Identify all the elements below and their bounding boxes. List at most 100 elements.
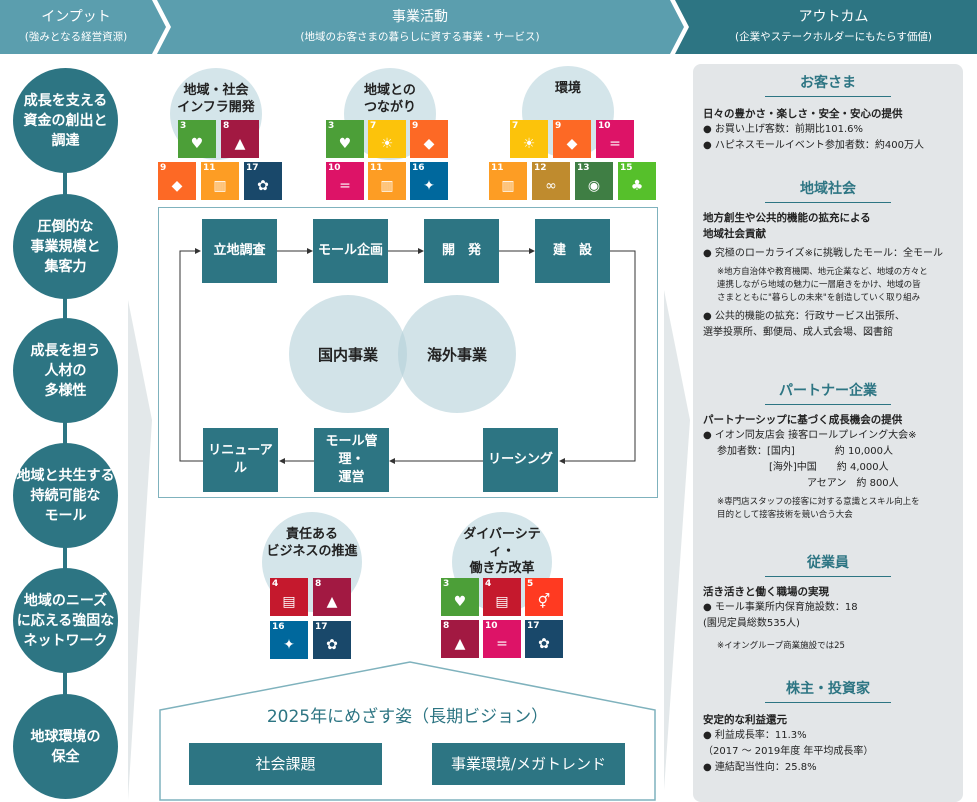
- sdg-number: 3: [328, 121, 335, 131]
- flower-icon: ✿: [257, 177, 269, 194]
- vision-social-issues: 社会課題: [189, 743, 382, 785]
- sdg-number: 4: [485, 579, 492, 589]
- community-title: 地方創生や公共的機能の拡充による 地域社会貢献: [703, 212, 871, 240]
- employee-divider: [765, 576, 891, 577]
- input-talent: 成長を担う 人材の 多様性: [13, 318, 118, 423]
- community-heading: 地域社会: [800, 181, 856, 197]
- sdg-tile-9: 9◆: [410, 120, 448, 158]
- community-divider: [765, 202, 891, 203]
- sdg-tile-3: 3♥: [441, 578, 479, 616]
- sdg-number: 10: [598, 121, 611, 131]
- input-scale: 圧倒的な 事業規模と 集客力: [13, 194, 118, 299]
- sdg-tile-8: 8▲: [221, 120, 259, 158]
- sun-icon: ☀: [522, 135, 536, 152]
- business-cycle-frame: [158, 207, 658, 498]
- sdg-number: 16: [272, 622, 285, 632]
- city-icon: ▥: [501, 177, 515, 194]
- customer-bullet-1: お買い上げ客数：前期比101.6%: [703, 122, 958, 138]
- step-leasing: リーシング: [483, 428, 558, 492]
- sdg-tile-12: 12∞: [532, 162, 570, 200]
- dove-icon: ✦: [423, 177, 435, 194]
- sdg-tile-16: 16 ✦: [270, 621, 308, 659]
- cubes-icon: ◆: [423, 135, 435, 152]
- sdg-tile-9: 9◆: [553, 120, 591, 158]
- sdg-tile-5: 5⚥: [525, 578, 563, 616]
- sdg-tile-8: 8▲: [441, 620, 479, 658]
- book-icon: ▤: [282, 593, 296, 610]
- community-note: ※地方自治体や教育機関、地元企業など、地域の方々と 連携しながら地域の魅力に一層…: [717, 267, 928, 303]
- customer-block: 日々の豊かさ・楽しさ・安全・安心の提供 お買い上げ客数：前期比101.6% ハピ…: [703, 106, 958, 154]
- equality-icon: =: [609, 135, 621, 152]
- sdg-number: 3: [180, 121, 187, 131]
- step-renewal: リニューアル: [203, 428, 278, 492]
- step-development: 開 発: [424, 219, 499, 283]
- partner-heading: パートナー企業: [779, 383, 877, 399]
- employee-heading: 従業員: [807, 555, 849, 571]
- input-funding: 成長を支える 資金の創出と 調達: [13, 68, 118, 173]
- investor-block: 安定的な利益還元 利益成長率：11.3% （2017 ～ 2019年度 年平均成…: [703, 712, 958, 776]
- customer-title: 日々の豊かさ・楽しさ・安全・安心の提供: [703, 108, 903, 120]
- activities-header-subtitle: (地域のお客さまの暮らしに資する事業・サービス): [300, 31, 540, 43]
- sdg-number: 11: [491, 163, 504, 173]
- community-bullet-2: 公共的機能の拡充：行政サービス出張所、 選挙投票所、郵便局、成人式会場、図書館: [703, 309, 958, 341]
- employee-block: 活き活きと働く職場の実現 モール事業所内保育施設数：18 (園児定員総数535人…: [703, 584, 958, 653]
- sdg-tile-4: 4▤: [483, 578, 521, 616]
- partner-bullet-1: イオン同友店会 接客ロールプレイング大会※: [703, 428, 958, 444]
- partner-row-3: アセアン 約 800人: [807, 478, 899, 489]
- sdg-number: 11: [203, 163, 216, 173]
- sdg-tile-9: 9◆: [158, 162, 196, 200]
- outcome-panel: お客さま 日々の豊かさ・楽しさ・安全・安心の提供 お買い上げ客数：前期比101.…: [693, 64, 963, 802]
- sdg-tile-10: 10=: [483, 620, 521, 658]
- partner-divider: [765, 404, 891, 405]
- sdg-tile-8: 8▲: [313, 578, 351, 616]
- employee-title: 活き活きと働く職場の実現: [703, 586, 829, 598]
- partner-row-1: 参加者数：[国内] 約 10,000人: [717, 446, 893, 457]
- sdg-tile-3: 3♥: [178, 120, 216, 158]
- heartbeat-icon: ♥: [338, 135, 352, 152]
- input-header-title: インプット: [41, 9, 111, 25]
- sdg-number: 16: [412, 163, 425, 173]
- customer-divider: [765, 96, 891, 97]
- heartbeat-icon: ♥: [190, 135, 204, 152]
- employee-note: ※イオングループ商業施設では25: [717, 641, 845, 651]
- city-icon: ▥: [380, 177, 394, 194]
- community-block: 地方創生や公共的機能の拡充による 地域社会貢献 究極のローカライズ※に挑戦したモ…: [703, 210, 958, 341]
- venn-overseas: 海外事業: [398, 295, 516, 413]
- sdg-number: 15: [620, 163, 633, 173]
- partner-block: パートナーシップに基づく成長機会の提供 イオン同友店会 接客ロールプレイング大会…: [703, 412, 958, 522]
- sdg-tile-10: 10=: [326, 162, 364, 200]
- sdg-number: 9: [160, 163, 167, 173]
- book-icon: ▤: [495, 593, 509, 610]
- partner-note: ※専門店スタッフの接客に対する意識とスキル向上を 目的として接客技術を競い合う大…: [717, 497, 920, 520]
- sdg-number: 8: [443, 621, 450, 631]
- venn-domestic: 国内事業: [289, 295, 407, 413]
- sdg-number: 7: [370, 121, 377, 131]
- sdg-tile-17: 17✿: [313, 621, 351, 659]
- step-site-survey: 立地調査: [202, 219, 277, 283]
- equality-icon: =: [339, 177, 351, 194]
- sdg-number: 3: [443, 579, 450, 589]
- partner-row-2: [海外]中国 約 4,000人: [769, 462, 889, 473]
- flower-icon: ✿: [538, 635, 550, 652]
- sdg-tile-7: 7☀: [510, 120, 548, 158]
- investor-heading: 株主・投資家: [786, 681, 870, 697]
- dove-icon: ✦: [283, 636, 295, 653]
- sdg-number: 8: [315, 579, 322, 589]
- flower-icon: ✿: [326, 636, 338, 653]
- equality-icon: =: [496, 635, 508, 652]
- investor-title: 安定的な利益還元: [703, 714, 787, 726]
- input-header: インプット (強みとなる経営資源): [0, 0, 152, 54]
- customer-heading: お客さま: [800, 75, 856, 91]
- activities-header-title: 事業活動: [392, 9, 448, 25]
- sdg-number: 5: [527, 579, 534, 589]
- sdg-number: 7: [512, 121, 519, 131]
- sdg-tile-10: 10 =: [596, 120, 634, 158]
- vision-megatrends: 事業環境/メガトレンド: [432, 743, 625, 785]
- investor-bullet-2: 連結配当性向：25.8%: [703, 760, 958, 776]
- step-construction: 建 設: [535, 219, 610, 283]
- growth-icon: ▲: [454, 635, 466, 652]
- sdg-number: 13: [577, 163, 590, 173]
- sun-icon: ☀: [380, 135, 394, 152]
- sdg-tile-15: 15♣: [618, 162, 656, 200]
